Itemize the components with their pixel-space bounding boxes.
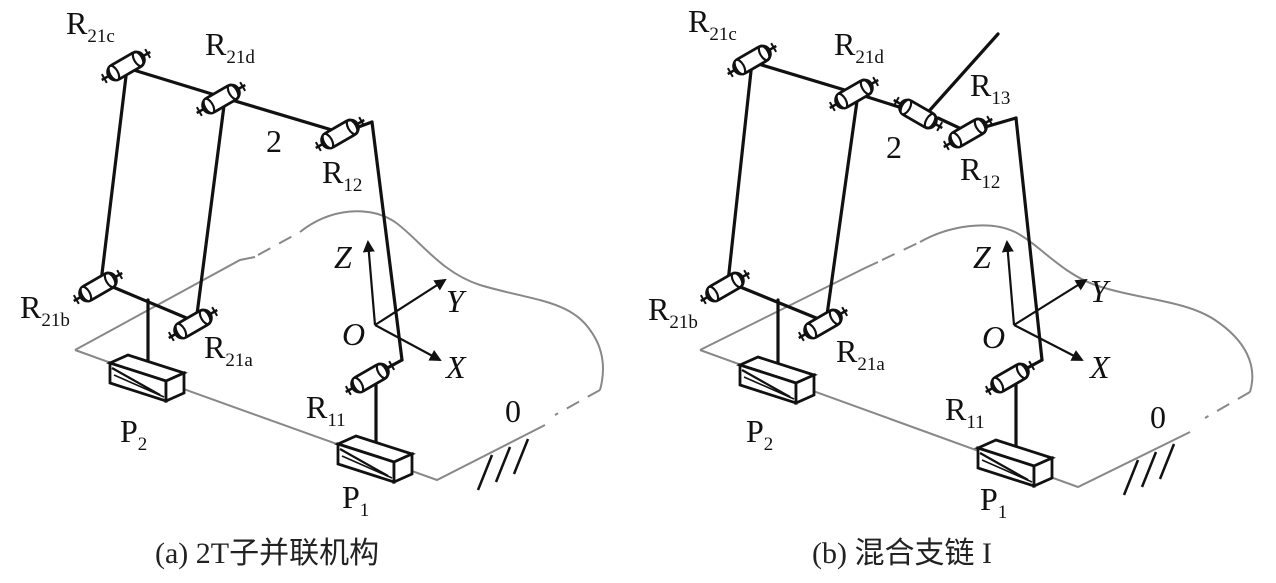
label-r11: R11 xyxy=(945,391,985,433)
label-ground-0: 0 xyxy=(1150,399,1166,435)
revolute-joint-icon xyxy=(695,264,755,310)
label-ground-0: 0 xyxy=(505,393,521,429)
ground-dashed-edge xyxy=(257,231,301,256)
revolute-joint-icon xyxy=(310,111,370,157)
panel-a: R21c R21d 2 R12 R21b R21a R11 P2 P1 0 Z … xyxy=(20,5,604,570)
label-axis-z: Z xyxy=(973,239,992,275)
label-r21d: R21d xyxy=(834,26,884,68)
label-r21a: R21a xyxy=(204,329,253,371)
label-axis-x: X xyxy=(444,349,467,385)
label-r21c: R21c xyxy=(688,3,737,45)
ground-dashed-edge-right xyxy=(1204,391,1251,419)
ground-front-edge xyxy=(74,349,546,482)
revolute-joint-icon xyxy=(938,110,998,156)
coordinate-frame-b xyxy=(1001,240,1088,361)
label-r21c: R21c xyxy=(66,5,115,47)
label-r12: R12 xyxy=(322,154,362,196)
label-r21b: R21b xyxy=(20,289,70,331)
label-origin: O xyxy=(982,319,1005,355)
label-axis-y: Y xyxy=(1090,273,1111,309)
ground-curve xyxy=(299,210,604,391)
links-a xyxy=(99,66,404,449)
label-p2: P2 xyxy=(746,413,773,455)
caption-b: (b) 混合支链 I xyxy=(812,537,992,570)
coordinate-frame-a xyxy=(362,240,447,361)
ground-front-edge xyxy=(699,349,1191,489)
panel-b: R21c R21d R13 2 R12 R21b R21a R11 P2 P1 … xyxy=(648,3,1254,570)
label-origin: O xyxy=(342,316,365,352)
label-r21a: R21a xyxy=(836,333,885,375)
label-link-2: 2 xyxy=(886,129,902,165)
prismatic-joint-icon xyxy=(976,438,1054,488)
label-r21d: R21d xyxy=(205,26,255,68)
label-link-2: 2 xyxy=(266,123,282,159)
label-axis-z: Z xyxy=(334,239,353,275)
revolute-joint-icon xyxy=(980,355,1040,401)
label-axis-y: Y xyxy=(446,283,467,319)
revolute-joint-icon xyxy=(191,76,251,122)
ground-dashed-edge xyxy=(881,241,921,261)
ground-surface xyxy=(699,261,879,351)
label-r13: R13 xyxy=(970,67,1010,109)
label-p1: P1 xyxy=(342,479,369,521)
label-p1: P1 xyxy=(980,481,1007,523)
revolute-joint-icon xyxy=(68,264,128,310)
label-r12: R12 xyxy=(960,151,1000,193)
revolute-joint-icon xyxy=(824,71,884,117)
ground-surface xyxy=(74,256,256,351)
prismatic-joint-icon xyxy=(738,355,816,405)
label-axis-x: X xyxy=(1088,349,1111,385)
prismatic-joint-icon xyxy=(108,353,186,403)
prismatic-joint-icon xyxy=(336,434,414,484)
label-r11: R11 xyxy=(306,389,346,431)
ground-dashed-edge-right xyxy=(554,389,601,416)
ground-curve xyxy=(919,224,1254,393)
ground-hatch xyxy=(476,438,530,491)
label-r21b: R21b xyxy=(648,291,698,333)
caption-a: (a) 2T子并联机构 xyxy=(155,537,379,570)
revolute-joint-icon xyxy=(340,355,400,401)
ground-hatch xyxy=(1122,443,1176,496)
label-p2: P2 xyxy=(120,413,147,455)
